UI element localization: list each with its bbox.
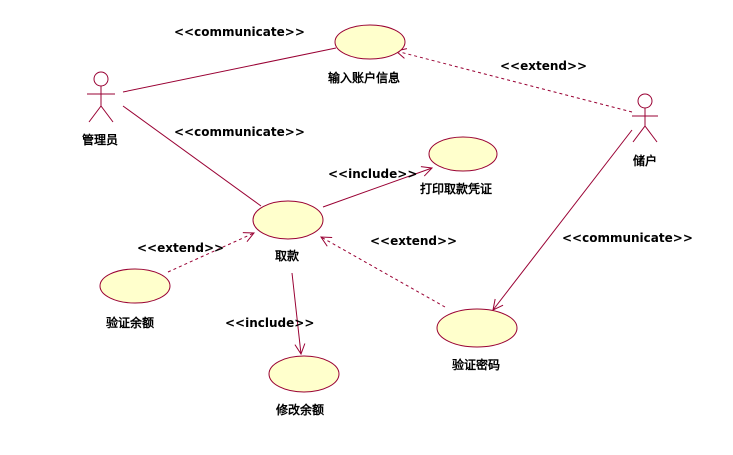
- stereotype-admin-input: <<communicate>>: [174, 25, 305, 39]
- line-verify-balance-withdraw: [167, 233, 254, 273]
- actor-admin-figure[interactable]: [87, 71, 115, 123]
- stereotype-depositor-input: <<extend>>: [500, 59, 587, 73]
- use-case-modify-balance[interactable]: [268, 355, 340, 393]
- stereotype-balance-withdraw: <<extend>>: [137, 241, 224, 255]
- stereotype-admin-withdraw: <<communicate>>: [174, 125, 305, 139]
- use-case-verify-balance-label: 验证余额: [106, 315, 154, 330]
- actor-depositor-label: 储户: [633, 153, 657, 168]
- use-case-withdraw-label: 取款: [275, 248, 300, 263]
- line-admin-withdraw: [122, 105, 262, 207]
- use-case-verify-password[interactable]: [436, 308, 518, 348]
- line-depositor-input-account: [396, 51, 633, 113]
- actor-admin-label: 管理员: [82, 132, 118, 147]
- use-case-print-receipt-label: 打印取款凭证: [420, 181, 492, 196]
- use-case-input-account-label: 输入账户信息: [328, 70, 400, 85]
- use-case-input-account[interactable]: [334, 24, 406, 60]
- line-withdraw-print-receipt: [322, 168, 432, 208]
- use-case-verify-balance[interactable]: [99, 268, 171, 304]
- actor-depositor-figure[interactable]: [632, 93, 658, 143]
- line-withdraw-modify-balance: [291, 272, 301, 354]
- line-admin-input-account: [122, 47, 337, 93]
- stereotype-withdraw-modify: <<include>>: [225, 316, 314, 330]
- stereotype-depositor-password: <<communicate>>: [562, 231, 693, 245]
- use-case-withdraw[interactable]: [252, 200, 324, 240]
- use-case-verify-password-label: 验证密码: [452, 357, 500, 372]
- use-case-modify-balance-label: 修改余额: [275, 402, 324, 417]
- line-depositor-verify-password: [493, 129, 633, 310]
- stereotype-password-withdraw: <<extend>>: [370, 234, 457, 248]
- use-case-print-receipt[interactable]: [428, 136, 498, 172]
- stereotype-withdraw-print: <<include>>: [328, 167, 417, 181]
